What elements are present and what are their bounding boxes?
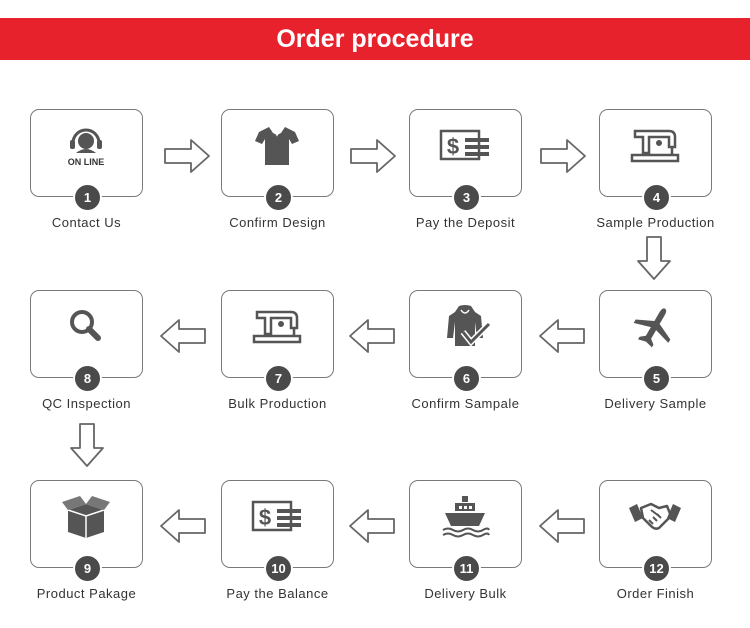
ship-icon [442,496,490,538]
step-label: Product Pakage [36,586,137,601]
arrow-right-icon [540,139,586,173]
step-4: 4 Sample Production [596,109,714,230]
jacket-check-icon [447,305,491,347]
step-label: Pay the Deposit [415,215,516,230]
step-8: 8 QC Inspection [30,290,143,411]
step-2: 2 Confirm Design [221,109,334,230]
page-title: Order procedure [276,25,474,53]
polo-shirt-icon [255,126,299,165]
step-box [599,480,712,568]
step-label: Sample Production [596,215,715,230]
dollar-bill-icon: $ [251,500,301,532]
headset-online-icon: ON LINE [68,128,105,167]
step-number: 11 [452,554,481,583]
step-label: Pay the Balance [226,586,329,601]
header-banner: Order procedure [0,18,750,60]
arrow-left-icon [539,509,585,543]
arrow-left-icon [349,319,395,353]
step-label: Contact Us [51,215,122,230]
step-12: 12 Order Finish [599,480,712,601]
step-label: Order Finish [616,586,695,601]
step-label: QC Inspection [42,396,131,411]
step-label: Bulk Production [228,396,327,411]
svg-text:$: $ [447,134,459,159]
step-3: $ 3 Pay the Deposit [409,109,522,230]
sewing-machine-icon [252,310,302,344]
step-5: 5 Delivery Sample [599,290,712,411]
step-label: Delivery Bulk [424,586,507,601]
arrow-down-icon [70,423,104,467]
arrow-right-icon [164,139,210,173]
airplane-icon [633,308,671,348]
step-number: 6 [452,364,481,393]
step-number: 10 [264,554,293,583]
step-number: 3 [452,183,481,212]
step-11: 11 Delivery Bulk [409,480,522,601]
dollar-bill-icon: $ [439,129,489,161]
arrow-left-icon [160,509,206,543]
step-label: Delivery Sample [604,396,707,411]
arrow-right-icon [350,139,396,173]
arrow-left-icon [539,319,585,353]
arrow-left-icon [349,509,395,543]
step-box [30,290,143,378]
step-number: 12 [642,554,671,583]
sewing-machine-icon [630,129,680,163]
step-number: 7 [264,364,293,393]
svg-text:$: $ [259,505,271,530]
step-label: Confirm Design [229,215,326,230]
magnifier-icon [70,310,101,341]
arrow-down-icon [637,236,671,280]
step-number: 4 [642,183,671,212]
step-number: 8 [73,364,102,393]
step-box [599,290,712,378]
step-number: 2 [264,183,293,212]
step-box [221,290,334,378]
step-9: 9 Product Pakage [30,480,143,601]
step-number: 5 [642,364,671,393]
online-text: ON LINE [68,157,105,167]
step-number: 9 [73,554,102,583]
arrow-left-icon [160,319,206,353]
step-6: 6 Confirm Sampale [409,290,522,411]
step-7: 7 Bulk Production [221,290,334,411]
step-label: Confirm Sampale [411,396,520,411]
handshake-icon [629,502,681,530]
step-number: 1 [73,183,102,212]
step-1: ON LINE 1 Contact Us [30,109,143,230]
step-10: $ 10 Pay the Balance [221,480,334,601]
package-box-icon [62,496,110,538]
